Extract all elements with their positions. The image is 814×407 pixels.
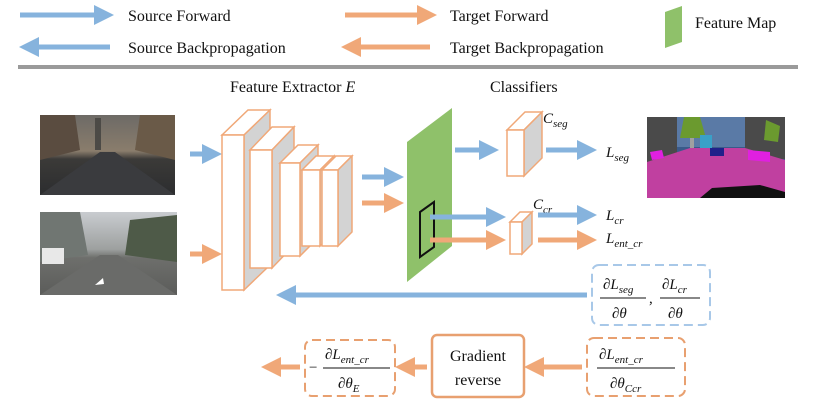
- svg-text:∂θ: ∂θ: [612, 306, 627, 322]
- segmentation-output-image: [647, 117, 785, 198]
- svg-text:∂θ: ∂θ: [668, 306, 683, 322]
- target-gradient-box: ∂Lent_cr ∂θCcr: [586, 337, 686, 397]
- l-ent-cr-label: Lent_cr: [605, 231, 643, 250]
- classifier-seg: [505, 110, 544, 178]
- legend: Source Forward Source Backpropagation Ta…: [19, 5, 776, 57]
- legend-target-forward: Target Forward: [450, 8, 549, 25]
- feature-map-crop: [419, 200, 435, 259]
- classifiers-title: Classifiers: [490, 79, 558, 96]
- svg-text:∂Lent_cr: ∂Lent_cr: [325, 347, 370, 366]
- legend-source-backprop: Source Backpropagation: [128, 40, 286, 57]
- legend-source-forward: Source Forward: [128, 8, 231, 25]
- output-gradient-box: − ∂Lent_cr ∂θE: [304, 339, 396, 397]
- divider-line: [18, 65, 798, 69]
- l-cr-label: Lcr: [605, 208, 624, 227]
- feature-map: [407, 108, 452, 282]
- source-image: [40, 115, 175, 195]
- svg-text:Gradient: Gradient: [450, 348, 507, 365]
- svg-text:reverse: reverse: [455, 372, 501, 389]
- svg-text:∂θCcr: ∂θCcr: [610, 376, 642, 395]
- gradient-reverse-box: Gradient reverse: [430, 333, 526, 399]
- svg-text:∂θE: ∂θE: [338, 376, 360, 395]
- svg-text:,: ,: [649, 291, 653, 307]
- source-gradient-box: ∂Lseg ∂θ , ∂Lcr ∂θ: [591, 264, 711, 326]
- svg-text:∂Lcr: ∂Lcr: [662, 277, 688, 296]
- svg-text:∂Lseg: ∂Lseg: [603, 277, 634, 296]
- extractor-layer-5: [320, 154, 354, 248]
- feature-extractor-title: Feature Extractor E: [230, 79, 356, 96]
- legend-target-backprop: Target Backpropagation: [450, 40, 604, 57]
- l-seg-label: Lseg: [605, 145, 630, 164]
- feature-extractor: [220, 108, 354, 292]
- c-cr-label: Ccr: [533, 197, 553, 216]
- feature-map-swatch: [665, 6, 682, 48]
- svg-text:∂Lent_cr: ∂Lent_cr: [599, 347, 644, 366]
- svg-text:−: −: [309, 360, 317, 376]
- classifier-cr: [508, 210, 534, 256]
- c-seg-label: Cseg: [543, 111, 568, 130]
- target-image: [40, 212, 177, 295]
- legend-feature-map: Feature Map: [695, 15, 776, 32]
